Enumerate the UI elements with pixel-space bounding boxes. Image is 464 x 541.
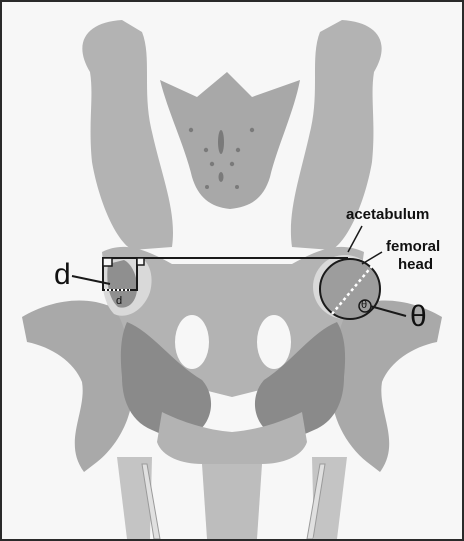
acetabulum-leader bbox=[348, 226, 362, 252]
d-label-small: d bbox=[116, 295, 122, 307]
d-label-large: d bbox=[54, 260, 71, 290]
sacrum bbox=[160, 72, 300, 209]
lower-pelvis bbox=[157, 412, 307, 464]
femoral-head-label-line2: head bbox=[398, 256, 433, 273]
femoral-head-label-line1: femoral bbox=[386, 238, 440, 255]
left-ilium bbox=[82, 20, 173, 250]
left-measure-small-box bbox=[103, 258, 112, 266]
left-measure-small-box-2 bbox=[137, 258, 144, 265]
theta-label-large: θ bbox=[410, 302, 427, 332]
left-femur bbox=[22, 300, 133, 472]
theta-label-small: θ bbox=[361, 299, 367, 311]
acetabulum-label: acetabulum bbox=[346, 206, 429, 223]
right-obturator-foramen bbox=[257, 315, 291, 369]
left-obturator-foramen bbox=[175, 315, 209, 369]
tail-vertebrae bbox=[202, 464, 262, 539]
femoral-head-leader bbox=[362, 252, 382, 264]
